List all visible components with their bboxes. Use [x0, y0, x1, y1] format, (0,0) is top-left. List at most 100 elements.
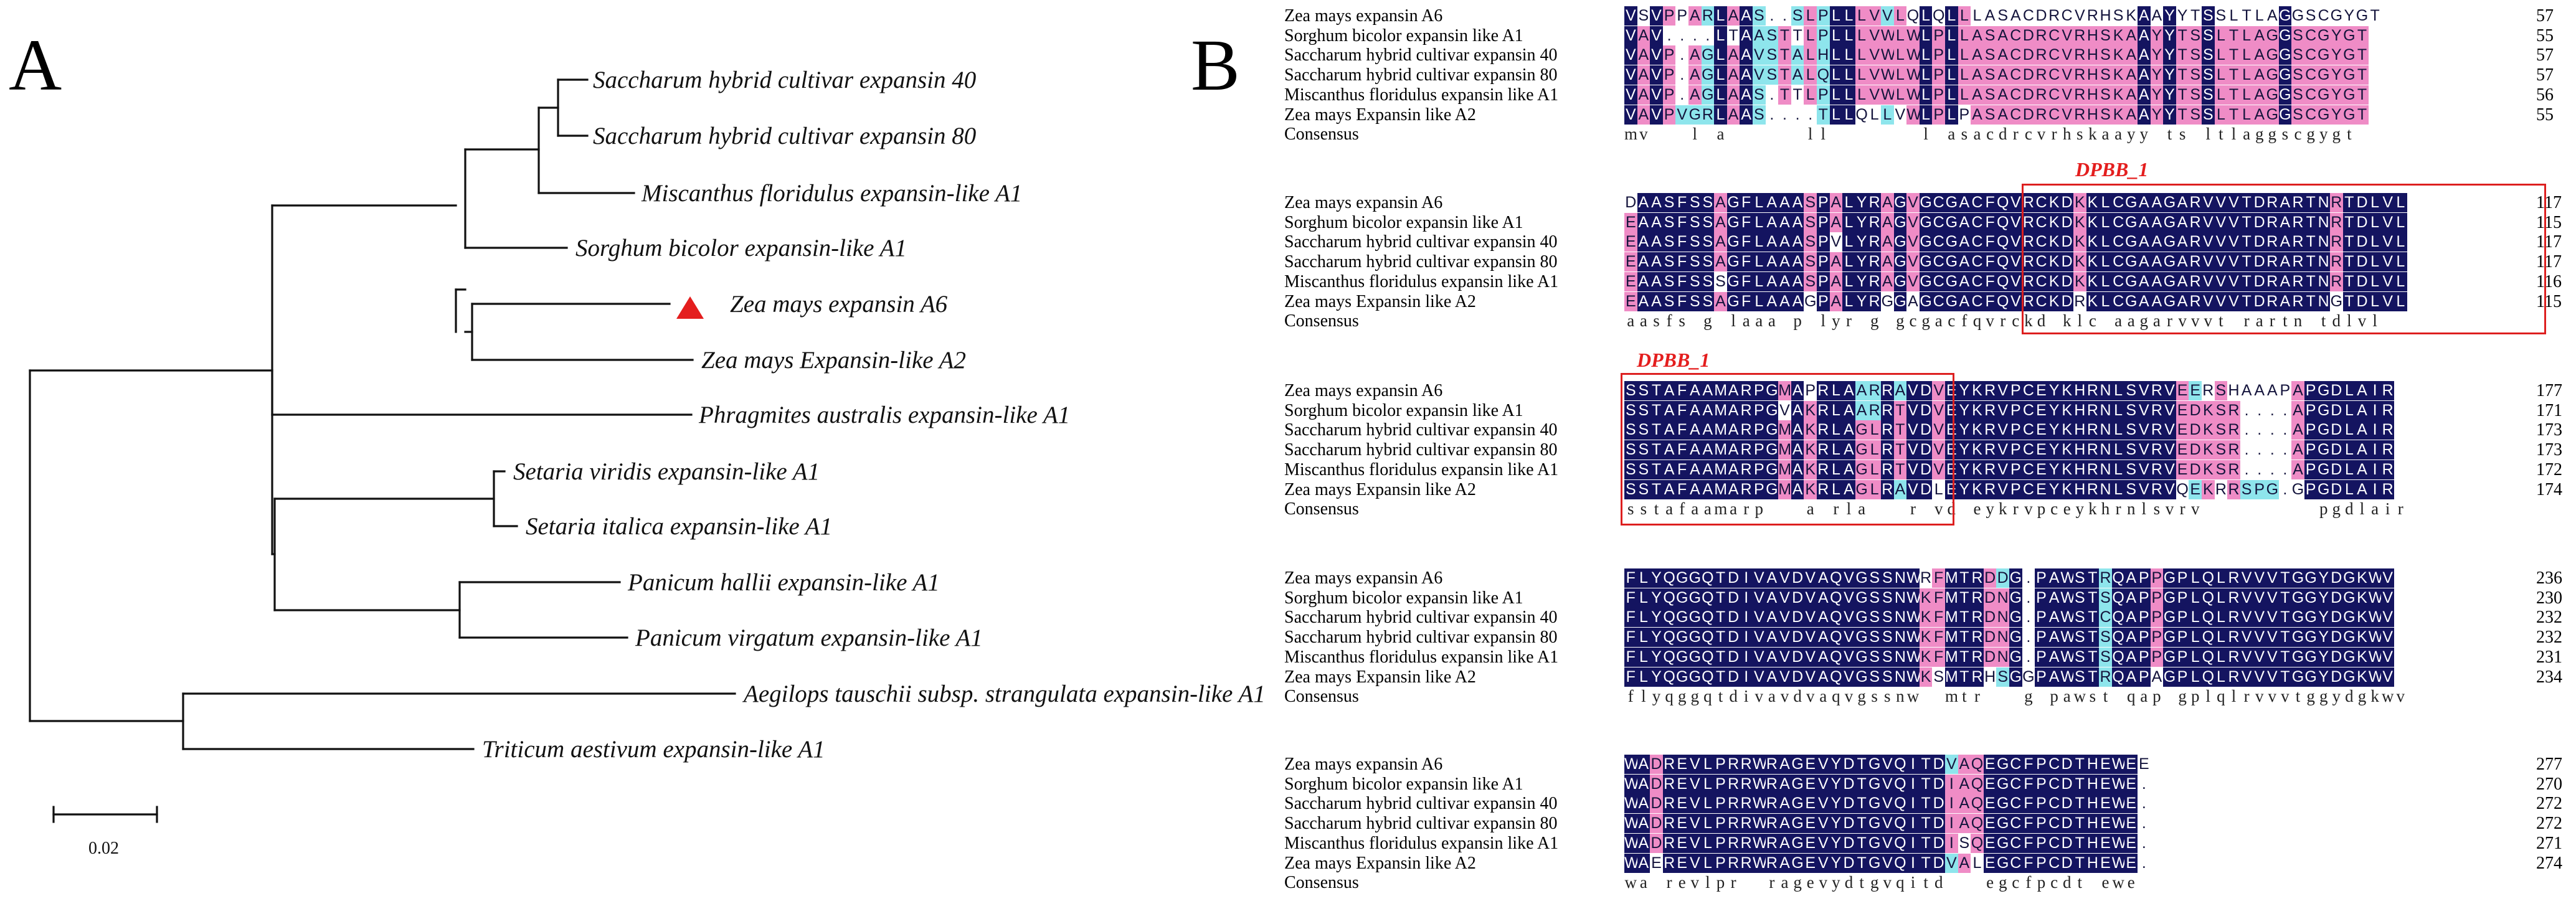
consensus-residue: y	[2332, 687, 2341, 706]
residue: T	[1919, 774, 1933, 794]
residue: R	[1740, 814, 1753, 834]
residue: S	[2073, 588, 2086, 608]
consensus-residue	[1958, 873, 1971, 892]
consensus-residue: l	[2372, 311, 2377, 331]
residue: C	[2009, 45, 2022, 65]
residue: A	[1791, 291, 1804, 311]
residue: A	[1726, 440, 1740, 460]
residue: M	[1945, 667, 1958, 687]
residue: V	[2202, 252, 2215, 272]
consensus-residue: k	[2088, 499, 2097, 519]
consensus-residue: g	[1690, 687, 1700, 706]
residue: R	[2227, 440, 2240, 460]
residue: R	[2227, 608, 2240, 628]
consensus-residue: s	[2076, 125, 2083, 144]
residue: G	[1791, 833, 1804, 853]
consensus-residue: g	[1921, 311, 1930, 331]
residue: S	[2099, 588, 2112, 608]
residue: N	[1996, 628, 2009, 648]
residue: S	[1701, 291, 1715, 311]
residue: G	[1893, 193, 1907, 212]
consensus-residue: r	[1974, 687, 1980, 706]
consensus-residue: k	[2062, 311, 2072, 331]
consensus-residue	[2163, 687, 2176, 706]
consensus-residue: a	[1819, 687, 1827, 706]
residue: E	[2176, 420, 2189, 440]
residue: C	[1932, 291, 1945, 311]
residue: G	[2291, 667, 2304, 687]
consensus-residue: t	[1923, 873, 1928, 892]
consensus-residue: a	[1781, 873, 1789, 892]
residue: V	[1753, 628, 1766, 648]
residue: Q	[1701, 608, 1715, 628]
residue: I	[2368, 440, 2382, 460]
residue: E	[2035, 479, 2048, 499]
residue: .	[2244, 401, 2249, 419]
residue: L	[2111, 400, 2125, 420]
residue: F	[1624, 628, 1637, 648]
residue: G	[2278, 105, 2292, 125]
residue: A	[1765, 252, 1779, 272]
residue: L	[1945, 65, 1958, 85]
residue: A	[2047, 588, 2061, 608]
residue: S	[1791, 6, 1804, 26]
residue: A	[2138, 212, 2151, 232]
residue: A	[1688, 460, 1702, 479]
residue: R	[2266, 212, 2279, 232]
residue: T	[1893, 420, 1907, 440]
residue-end-position: 231	[2536, 647, 2562, 667]
residue: P	[1932, 105, 1945, 125]
taxon-label: Saccharum hybrid cultivar expansin 80	[593, 123, 976, 149]
residue: P	[1662, 85, 1676, 105]
residue: D	[1791, 568, 1804, 588]
residue: Y	[1650, 628, 1663, 648]
consensus-residue: k	[1998, 499, 2007, 519]
residue: G	[2317, 400, 2330, 420]
residue: D	[2330, 647, 2343, 667]
consensus-residue	[1778, 125, 1791, 144]
residue: D	[2330, 440, 2343, 460]
residue: G	[2266, 85, 2279, 105]
residue: Q	[1971, 833, 1984, 853]
residue: G	[2163, 193, 2176, 212]
residue: C	[2009, 794, 2022, 814]
residue: L	[2111, 381, 2125, 400]
residue: S	[1868, 667, 1881, 687]
residue: R	[2291, 232, 2304, 252]
residue: A	[1726, 65, 1740, 85]
residue: V	[2240, 647, 2253, 667]
residue-end-position: 270	[2536, 774, 2562, 794]
residue: L	[2240, 26, 2253, 45]
consensus-residue	[1714, 311, 1727, 331]
residue: Q	[2111, 608, 2125, 628]
residue: G	[2342, 647, 2356, 667]
consensus-residue: v	[2281, 687, 2290, 706]
residue: P	[1662, 65, 1676, 85]
residue: T	[1958, 588, 1971, 608]
residue: D	[2060, 291, 2073, 311]
residue: A	[2138, 65, 2151, 85]
residue: V	[2266, 568, 2279, 588]
residue: .	[2283, 401, 2288, 419]
residue: W	[2060, 568, 2075, 588]
consensus-residue: v	[2190, 311, 2200, 331]
consensus-residue	[1778, 311, 1791, 331]
residue: A	[1688, 85, 1702, 105]
consensus-residue: d	[1998, 125, 2007, 144]
residue: A	[2150, 291, 2164, 311]
residue: K	[2060, 400, 2073, 420]
residue: A	[1637, 291, 1650, 311]
residue: S	[1662, 252, 1676, 272]
residue: A	[1778, 755, 1791, 774]
residue: Q	[1662, 588, 1676, 608]
residue: L	[1893, 6, 1907, 26]
residue: D	[2356, 252, 2369, 272]
residue: D	[2253, 232, 2266, 252]
residue: T	[1650, 400, 1663, 420]
consensus-residue: h	[2101, 499, 2110, 519]
residue: A	[1791, 420, 1804, 440]
residue: A	[1958, 193, 1971, 212]
residue: S	[2202, 65, 2215, 85]
residue: H	[2073, 381, 2086, 400]
residue: R	[1983, 479, 1997, 499]
